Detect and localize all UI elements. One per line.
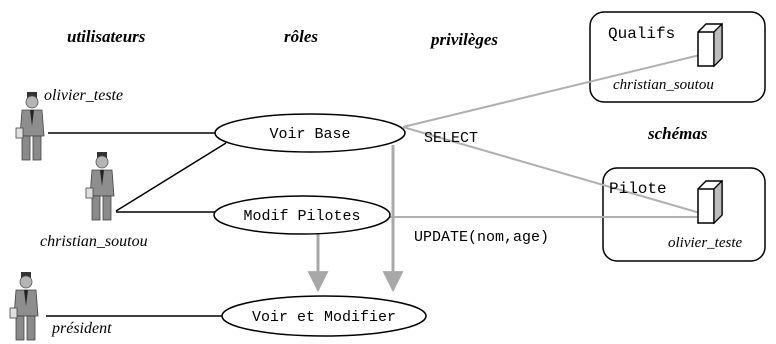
privilege-select-label: SELECT <box>424 130 478 147</box>
privilege-update-label: UPDATE(nom,age) <box>414 229 549 246</box>
user-president-icon <box>9 271 39 341</box>
table-qualifs-icon <box>697 22 723 68</box>
schema-box-pilote <box>602 167 766 262</box>
table-pilote-label: Pilote <box>609 180 667 198</box>
role-voir-et-modifier-label: Voir et Modifier <box>252 309 396 326</box>
table-qualifs-label: Qualifs <box>608 25 675 43</box>
christian-to-voirbase-line <box>115 142 227 212</box>
select-to-pilote-line <box>402 126 701 214</box>
header-schemas: schémas <box>647 124 708 143</box>
select-to-qualifs-line <box>402 54 701 128</box>
user-president-label: président <box>51 320 112 337</box>
user-olivier-label: olivier_teste <box>44 87 123 104</box>
header-roles: rôles <box>284 27 318 46</box>
user-olivier-icon <box>15 91 45 161</box>
role-voir-et-modifier[interactable] <box>221 295 427 337</box>
schema-owner-olivier: olivier_teste <box>668 235 742 251</box>
schema-owner-christian: christian_soutou <box>613 77 714 93</box>
table-pilote-icon <box>697 179 723 225</box>
header-privileges: privilèges <box>429 30 498 49</box>
header-users: utilisateurs <box>67 27 146 46</box>
user-christian-icon <box>85 151 115 221</box>
user-christian-label: christian_soutou <box>40 233 148 250</box>
role-voir-base[interactable] <box>214 113 406 153</box>
role-modif-pilotes-label: Modif Pilotes <box>243 208 360 225</box>
role-modif-pilotes[interactable] <box>213 195 391 235</box>
role-voir-base-label: Voir Base <box>269 126 350 143</box>
